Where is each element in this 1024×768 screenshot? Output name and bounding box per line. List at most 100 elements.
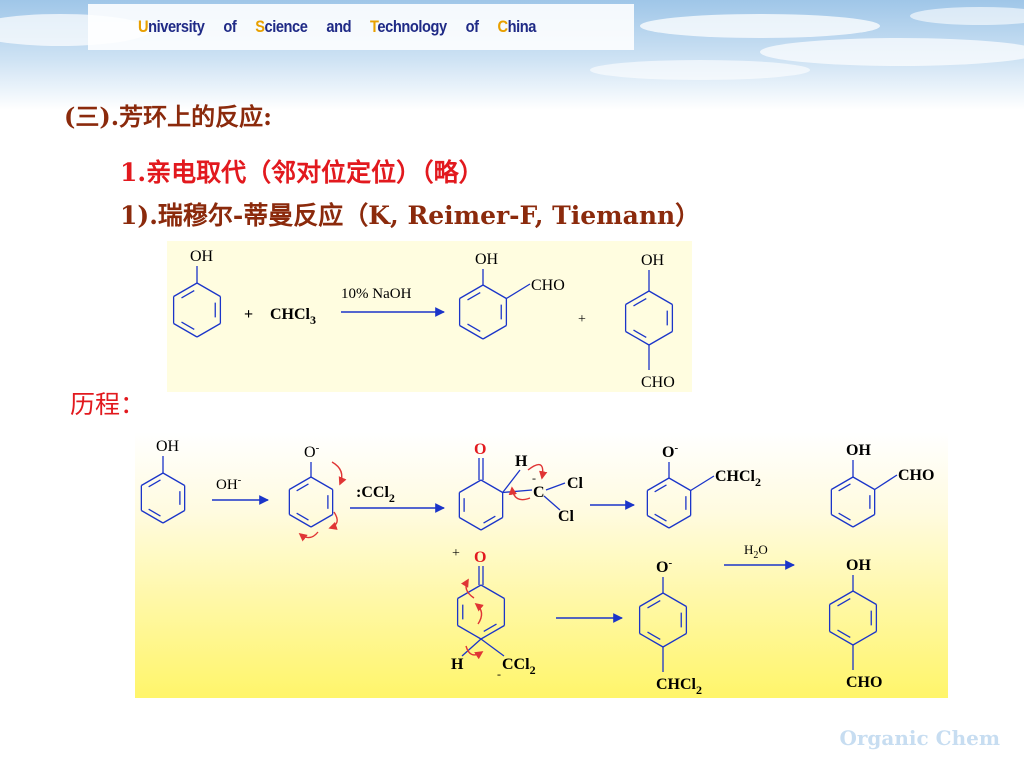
reaction-arrows — [212, 307, 795, 623]
ring-bond — [310, 513, 333, 528]
ring-bond — [162, 472, 185, 487]
ring-double-bond — [483, 623, 497, 633]
mechanism-label: 历程： — [70, 390, 146, 419]
ring-bond — [639, 592, 664, 608]
oh-label: OH — [190, 248, 214, 265]
ccl2-label: CCl2 — [502, 656, 536, 677]
ring-double-bond — [647, 631, 661, 641]
ring-bond — [852, 476, 875, 491]
ring-bond — [639, 632, 664, 648]
ring-bond — [852, 630, 877, 646]
ring-double-bond — [181, 321, 195, 331]
carbanion-minus: - — [532, 471, 536, 485]
ring-double-bond — [647, 599, 661, 609]
ring-bond — [668, 514, 691, 529]
p-hydroxybenzaldehyde-oh: OH — [846, 557, 871, 574]
curly-arrow-1 — [331, 461, 347, 486]
cl-label-2: Cl — [558, 508, 575, 525]
para-oh-label: OH — [641, 252, 665, 269]
curly-arrow-4 — [527, 463, 548, 480]
ring-bond — [852, 513, 875, 528]
ring-double-bond — [633, 329, 647, 339]
c-ccl2-bond — [480, 638, 505, 657]
university-word: of — [465, 17, 479, 36]
ring-bond — [829, 590, 854, 606]
ortho-cho-label: CHO — [531, 277, 565, 294]
ring-bond — [480, 584, 505, 600]
ring-double-bond — [837, 629, 851, 639]
curly-arrow-3 — [298, 531, 319, 542]
ring-bond — [662, 592, 687, 608]
mech-phenol-oh: OH — [156, 438, 180, 455]
ring-bond — [852, 590, 877, 606]
ortho-product: OH CHO — [475, 251, 565, 294]
header-band — [88, 4, 634, 50]
ring-bond — [482, 284, 507, 300]
p-hydroxybenzaldehyde-cho: CHO — [846, 674, 882, 691]
ring-double-bond — [296, 483, 309, 492]
ring-bond — [648, 330, 673, 346]
para-product: OH CHO — [641, 252, 675, 391]
ring-bond — [480, 624, 505, 640]
curly-arrow-7 — [474, 602, 484, 625]
curly-arrow-8 — [465, 645, 484, 660]
subtitle-reimer-tiemann: 1).瑞穆尔-蒂曼反应（K, Reimer-F, Tiemann） — [120, 201, 701, 230]
c-h-bond — [461, 638, 482, 657]
para-chcl2-label: CHCl2 — [656, 676, 702, 697]
ring-bond — [459, 516, 482, 531]
ring-bond — [831, 513, 854, 528]
cl-label-1: Cl — [567, 475, 584, 492]
reaction-scheme-panel — [167, 241, 692, 392]
ring-double-bond — [296, 512, 309, 521]
university-initial: S — [255, 17, 265, 36]
para-h-label: H — [451, 656, 464, 673]
ring-bond — [625, 290, 650, 306]
ring-double-bond — [838, 512, 851, 521]
para-cho-label: CHO — [641, 374, 675, 391]
hydroxide-label: OH- — [216, 474, 242, 493]
ring-bond — [625, 330, 650, 346]
ring-double-bond — [633, 297, 647, 307]
salicylaldehyde-oh: OH — [846, 442, 871, 459]
ring-double-bond — [148, 508, 161, 517]
ring-bond — [196, 282, 221, 298]
curly-arrow-2 — [328, 511, 338, 530]
ring-bond — [482, 324, 507, 340]
ring-bond — [459, 324, 484, 340]
ring-double-bond — [837, 597, 851, 607]
ring-bond — [141, 472, 164, 487]
carbanion-c: C — [533, 484, 545, 501]
section-title: (三).芳环上的反应: — [64, 102, 272, 131]
para-phenoxide-o: O- — [656, 557, 672, 576]
curly-arrow-5 — [508, 486, 531, 501]
ring-bond — [647, 514, 670, 529]
ring-bond — [480, 516, 503, 531]
ring-bond — [459, 284, 484, 300]
ortho-oh-label: OH — [475, 251, 499, 268]
ring-bond — [310, 476, 333, 491]
c-c-bond — [502, 489, 533, 494]
chcl3-label: CHCl3 — [270, 306, 316, 327]
ring-bond — [662, 632, 687, 648]
chcl2-label: CHCl2 — [715, 468, 761, 489]
ring-bond — [196, 322, 221, 338]
c-cl-bond — [545, 482, 566, 491]
university-word: echnology — [377, 17, 447, 36]
ring-bond — [668, 477, 691, 492]
phenoxide2-o: O- — [662, 442, 678, 461]
footer-label: Organic Chem — [839, 726, 1000, 750]
university-initial: U — [138, 17, 149, 36]
plus-charge: + — [452, 546, 460, 561]
c-cl-bond — [543, 495, 561, 511]
ring-bond — [480, 479, 503, 494]
plus-sign: + — [244, 306, 253, 323]
ring-double-bond — [467, 323, 481, 333]
university-initial: C — [497, 17, 508, 36]
ring-bond — [173, 282, 198, 298]
dichlorocarbene-label: :CCl2 — [356, 484, 395, 505]
ring-bond — [173, 322, 198, 338]
h-label: H — [515, 453, 528, 470]
chcl2-bond — [690, 475, 715, 492]
dienone-o: O — [474, 441, 486, 458]
